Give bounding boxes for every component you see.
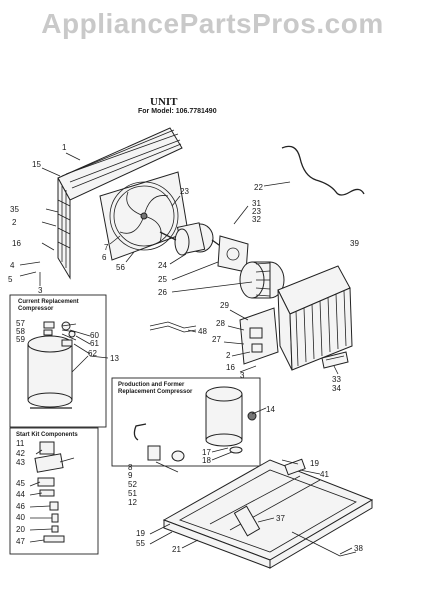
callout-19: 19 [310,459,319,468]
callout-6: 6 [102,253,107,262]
callout-51: 51 [128,489,137,498]
callout-32: 32 [252,215,261,224]
callout-56: 56 [116,263,125,272]
callout-18: 18 [202,456,211,465]
callout-43: 43 [16,458,25,467]
production-compressor-box [111,377,261,473]
callout-24: 24 [158,261,167,270]
production-compressor-label-2: Replacement Compressor [118,389,193,395]
callout-35: 35 [10,205,19,214]
callout-44: 44 [16,490,25,499]
callout-19b: 19 [136,529,145,538]
callout-23: 23 [180,187,189,196]
start-kit-label: Start Kit Components [16,432,78,438]
callout-13: 13 [110,354,119,363]
callout-61: 61 [90,339,99,348]
callout-34: 34 [332,384,341,393]
wire-harness [149,321,197,333]
callout-1: 1 [62,143,67,152]
base-pan [162,458,374,569]
current-compressor-label-2: Compressor [18,306,54,312]
callout-3: 3 [38,286,43,295]
callout-38: 38 [354,544,363,553]
callout-26: 26 [158,288,167,297]
watermark: AppliancePartsPros.com [41,8,384,39]
callout-60: 60 [90,331,99,340]
callout-16: 16 [12,239,21,248]
control-bracket [239,307,279,365]
evaporator-coil [277,265,353,371]
blower-wheel [239,261,285,299]
callout-57: 57 [16,319,25,328]
callout-27: 27 [212,335,221,344]
callout-40: 40 [16,513,25,522]
callout-45: 45 [16,479,25,488]
callout-15: 15 [32,160,41,169]
callout-9: 9 [128,471,133,480]
callout-58: 58 [16,327,25,336]
callout-22: 22 [254,183,263,192]
callout-23b: 23 [252,207,261,216]
callout-29: 29 [220,301,229,310]
callout-numbers: 1 15 35 2 16 4 5 3 7 6 56 23 22 31 23 32… [8,143,363,554]
callout-31: 31 [252,199,261,208]
filter-bracket [321,351,349,369]
callout-12: 12 [128,498,137,507]
callout-39: 39 [350,239,359,248]
current-compressor-label-1: Current Replacement [18,299,79,305]
condenser-coil [57,127,183,280]
callout-2b: 2 [226,351,231,360]
callout-25: 25 [158,275,167,284]
callout-47: 47 [16,537,25,546]
callout-33: 33 [332,375,341,384]
callout-11: 11 [16,439,25,448]
production-compressor-label-1: Production and Former [118,382,185,388]
callout-20: 20 [16,525,25,534]
callout-62: 62 [88,349,97,358]
callout-5: 5 [8,275,13,284]
callout-8: 8 [128,463,133,472]
callout-21: 21 [172,545,181,554]
callout-59: 59 [16,335,25,344]
callout-16b: 16 [226,363,235,372]
callout-48: 48 [198,327,207,336]
callout-41: 41 [320,470,329,479]
model-number: For Model: 106.7781490 [138,108,217,115]
callout-2: 2 [12,218,17,227]
callout-46: 46 [16,502,25,511]
callout-3b: 3 [240,371,245,380]
start-kit-box [9,427,99,555]
callout-37: 37 [276,514,285,523]
drain-tube [281,145,365,196]
callout-55: 55 [136,539,145,548]
callout-28: 28 [216,319,225,328]
diagram-title: UNIT [150,96,178,108]
callout-17: 17 [202,448,211,457]
current-compressor-box [9,294,107,428]
callout-7: 7 [104,243,109,252]
callout-4: 4 [10,261,15,270]
fan-shroud [99,171,189,261]
leader-lines [19,152,353,555]
callout-52: 52 [128,480,137,489]
callout-42: 42 [16,449,25,458]
callout-14: 14 [266,405,275,414]
fan-motor [159,222,249,273]
